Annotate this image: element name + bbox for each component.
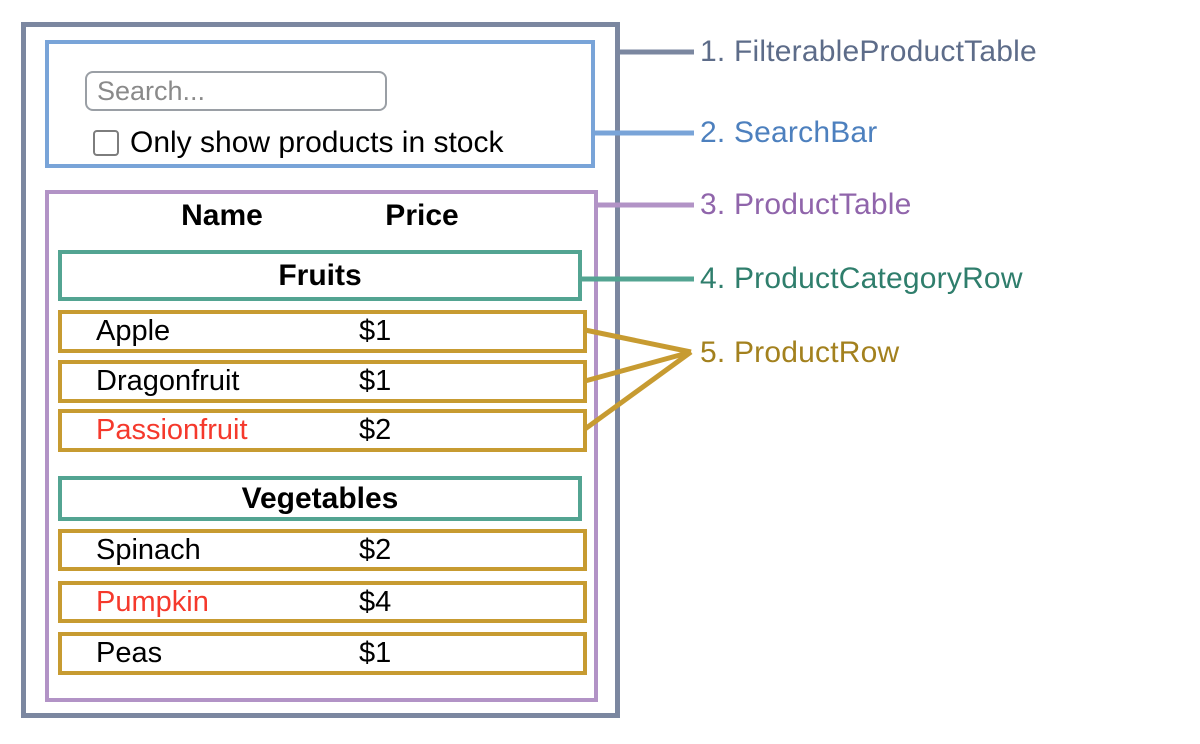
legend-product-category-row: 4. ProductCategoryRow <box>700 262 1023 295</box>
product-row-passionfruit: Passionfruit $2 <box>58 409 587 452</box>
product-price: $2 <box>359 533 392 566</box>
product-row-spinach: Spinach $2 <box>58 529 587 571</box>
category-row-vegetables: Vegetables <box>58 476 582 521</box>
name-column-header: Name <box>181 199 263 232</box>
category-label: Fruits <box>278 258 362 292</box>
legend-filterable-product-table: 1. FilterableProductTable <box>700 35 1037 68</box>
product-row-peas: Peas $1 <box>58 632 587 675</box>
product-name: Apple <box>96 315 171 347</box>
product-price: $1 <box>359 315 392 347</box>
legend-search-bar: 2. SearchBar <box>700 116 878 149</box>
product-name: Spinach <box>96 533 201 566</box>
product-row-pumpkin: Pumpkin $4 <box>58 581 587 623</box>
category-row-fruits: Fruits <box>58 250 582 301</box>
legend-product-table: 3. ProductTable <box>700 188 912 221</box>
product-name: Pumpkin <box>96 585 209 618</box>
search-input[interactable] <box>85 71 387 111</box>
product-name: Peas <box>96 637 163 669</box>
in-stock-checkbox-label: Only show products in stock <box>130 126 504 159</box>
product-price: $1 <box>359 637 392 669</box>
product-name: Passionfruit <box>96 414 248 446</box>
product-price: $4 <box>359 585 392 618</box>
product-row-apple: Apple $1 <box>58 310 587 353</box>
legend-product-row: 5. ProductRow <box>700 336 900 369</box>
product-row-dragonfruit: Dragonfruit $1 <box>58 360 587 403</box>
product-price: $2 <box>359 414 392 446</box>
product-price: $1 <box>359 365 392 397</box>
category-label: Vegetables <box>241 481 399 515</box>
product-name: Dragonfruit <box>96 365 240 397</box>
in-stock-checkbox[interactable] <box>93 130 119 156</box>
price-column-header: Price <box>385 199 459 232</box>
